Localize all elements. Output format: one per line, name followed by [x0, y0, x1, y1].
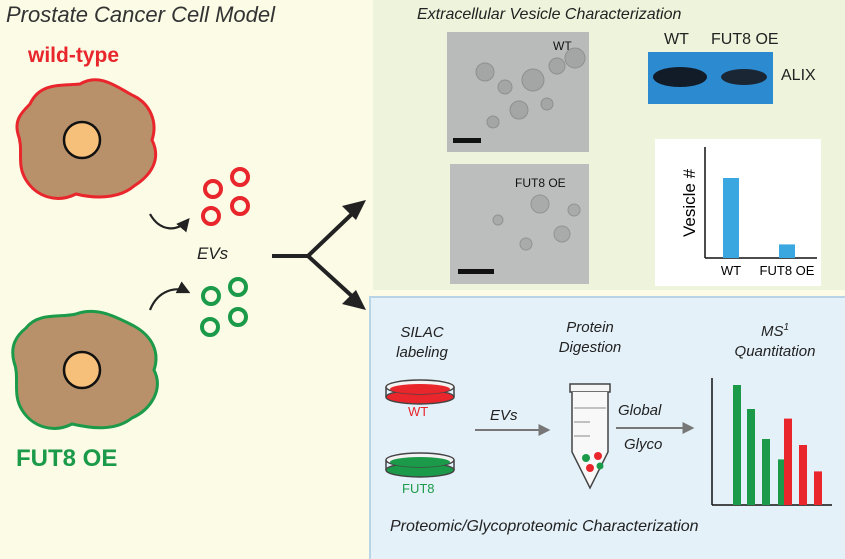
- ms-line2: Quantitation: [734, 343, 816, 360]
- vesicle-tick-label-0: WT: [721, 263, 741, 278]
- vesicle-count-chart: Vesicle # WT FUT8 OE: [655, 139, 821, 286]
- wt-dish-label: WT: [408, 404, 429, 419]
- digestion-line2: Digestion: [558, 339, 622, 356]
- em-image-fut8: [450, 164, 589, 284]
- vesicle-bar-0: [723, 178, 739, 258]
- wb-wt-label: WT: [664, 31, 689, 48]
- wt-to-ev-arrow: [149, 213, 190, 233]
- wild-type-nucleus: [62, 120, 102, 160]
- ms-step-title: MS1 Quantitation: [720, 318, 830, 362]
- digestion-step-title: Protein Digestion: [540, 318, 640, 358]
- fork-arrow-down: [306, 254, 356, 300]
- wb-fut8-label: FUT8 OE: [711, 31, 779, 48]
- proteomic-title: Proteomic/Glycoproteomic Characterizatio…: [390, 518, 699, 535]
- fork-arrowhead-down: [342, 290, 366, 310]
- fut-to-ev-arrow: [148, 281, 191, 311]
- fut8-oe-label: FUT8 OE: [16, 445, 118, 472]
- wb-band-fut8: [721, 69, 767, 85]
- fork-arrowhead-up: [342, 200, 366, 220]
- evs-label: EVs: [197, 244, 229, 263]
- ms-superscript: 1: [783, 322, 790, 333]
- fut8-ev-cluster: [200, 277, 248, 337]
- ev-characterization-title: Extracellular Vesicle Characterization: [417, 6, 682, 23]
- silac-step-title: SILAC labeling: [390, 323, 454, 363]
- vesicle-bar-1: [779, 244, 795, 258]
- ms-label: MS: [760, 323, 784, 340]
- western-blot: [648, 52, 773, 104]
- vesicle-ylabel: Vesicle #: [680, 168, 699, 237]
- fork-arrow-up: [306, 210, 356, 258]
- alix-label: ALIX: [781, 67, 816, 84]
- digestion-line1: Protein: [566, 319, 614, 336]
- vesicle-chart-svg: Vesicle # WT FUT8 OE: [680, 147, 817, 278]
- vesicle-tick-label-1: FUT8 OE: [760, 263, 815, 278]
- em-fut8-label: FUT8 OE: [515, 176, 566, 190]
- cell-model-title: Prostate Cancer Cell Model: [6, 2, 276, 27]
- evs-arrow-label: EVs: [490, 407, 518, 424]
- global-label: Global: [618, 402, 662, 419]
- glyco-label: Glyco: [624, 436, 663, 453]
- silac-line2: labeling: [396, 344, 448, 361]
- fut8-dish-label: FUT8: [402, 481, 435, 496]
- wt-ev-cluster: [201, 167, 250, 226]
- wb-band-wt: [653, 67, 707, 87]
- fut8-nucleus: [62, 350, 102, 390]
- ms-line1: MS1: [720, 318, 830, 342]
- em-wt-label: WT: [553, 39, 572, 53]
- wild-type-label: wild-type: [28, 44, 120, 67]
- em-image-wt: [447, 32, 589, 152]
- silac-line1: SILAC: [400, 324, 444, 341]
